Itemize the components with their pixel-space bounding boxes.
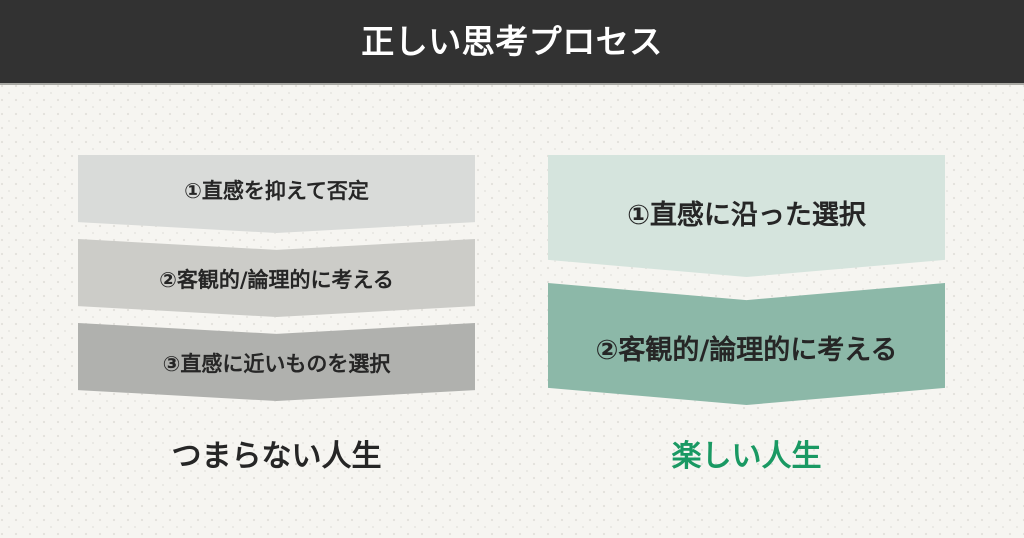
process-column-good: ①直感に沿った選択 ②客観的/論理的に考える (548, 155, 945, 411)
caption-bad-life: つまらない人生 (171, 439, 382, 474)
process-step-left-2[interactable]: ②客観的/論理的に考える (78, 239, 475, 317)
process-step-right-2-label: ②客観的/論理的に考える (595, 335, 898, 367)
caption-good-life: 楽しい人生 (671, 439, 822, 474)
process-step-right-1-label: ①直感に沿った選択 (627, 200, 866, 232)
page-title: 正しい思考プロセス (361, 22, 663, 61)
process-step-left-3[interactable]: ③直感に近いものを選択 (78, 323, 475, 401)
process-step-left-3-label: ③直感に近いものを選択 (162, 352, 391, 377)
slide-header: 正しい思考プロセス (0, 0, 1024, 85)
process-step-left-2-label: ②客観的/論理的に考える (159, 268, 394, 293)
process-step-left-1[interactable]: ①直感を抑えて否定 (78, 155, 475, 233)
process-column-bad: ①直感を抑えて否定 ②客観的/論理的に考える ③直感に近いものを選択 (78, 155, 475, 407)
process-step-right-1[interactable]: ①直感に沿った選択 (548, 155, 945, 277)
process-step-left-1-label: ①直感を抑えて否定 (184, 179, 369, 204)
process-step-right-2[interactable]: ②客観的/論理的に考える (548, 283, 945, 405)
